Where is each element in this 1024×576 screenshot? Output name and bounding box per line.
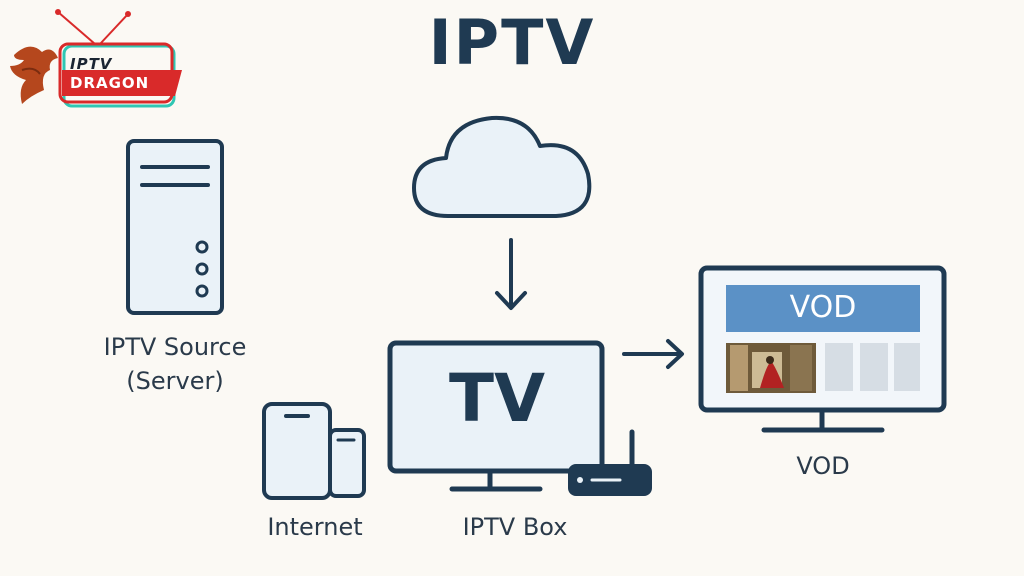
thumbnail-placeholder bbox=[825, 343, 853, 391]
source-label-line1: IPTV Source bbox=[103, 333, 247, 361]
right-arrow bbox=[622, 339, 684, 369]
logo bbox=[10, 9, 182, 108]
internet-label: Internet bbox=[267, 513, 363, 541]
router-icon bbox=[568, 429, 652, 496]
source-label-line2: (Server) bbox=[126, 367, 224, 395]
vod-banner-text: VOD bbox=[789, 290, 857, 325]
down-arrow bbox=[495, 238, 527, 310]
vod-label: VOD bbox=[796, 452, 850, 480]
logo-text-iptv: IPTV bbox=[70, 55, 113, 73]
source-label: IPTV Source (Server) bbox=[60, 330, 290, 398]
dragon-icon bbox=[10, 46, 58, 104]
logo-text-dragon: DRAGON bbox=[70, 74, 150, 92]
tv-screen-text: TV bbox=[448, 360, 546, 437]
tv-monitor bbox=[387, 340, 605, 492]
thumbnail-placeholder bbox=[860, 343, 888, 391]
phones-icon bbox=[262, 402, 366, 500]
vod-banner bbox=[726, 285, 920, 332]
cloud-icon bbox=[412, 115, 592, 218]
page-title: IPTV bbox=[428, 6, 596, 79]
vod-monitor bbox=[698, 265, 947, 433]
iptv-box-label: IPTV Box bbox=[462, 513, 568, 541]
movie-thumbnail bbox=[726, 343, 816, 393]
thumbnail-placeholder bbox=[894, 343, 920, 391]
server-icon bbox=[126, 139, 224, 315]
